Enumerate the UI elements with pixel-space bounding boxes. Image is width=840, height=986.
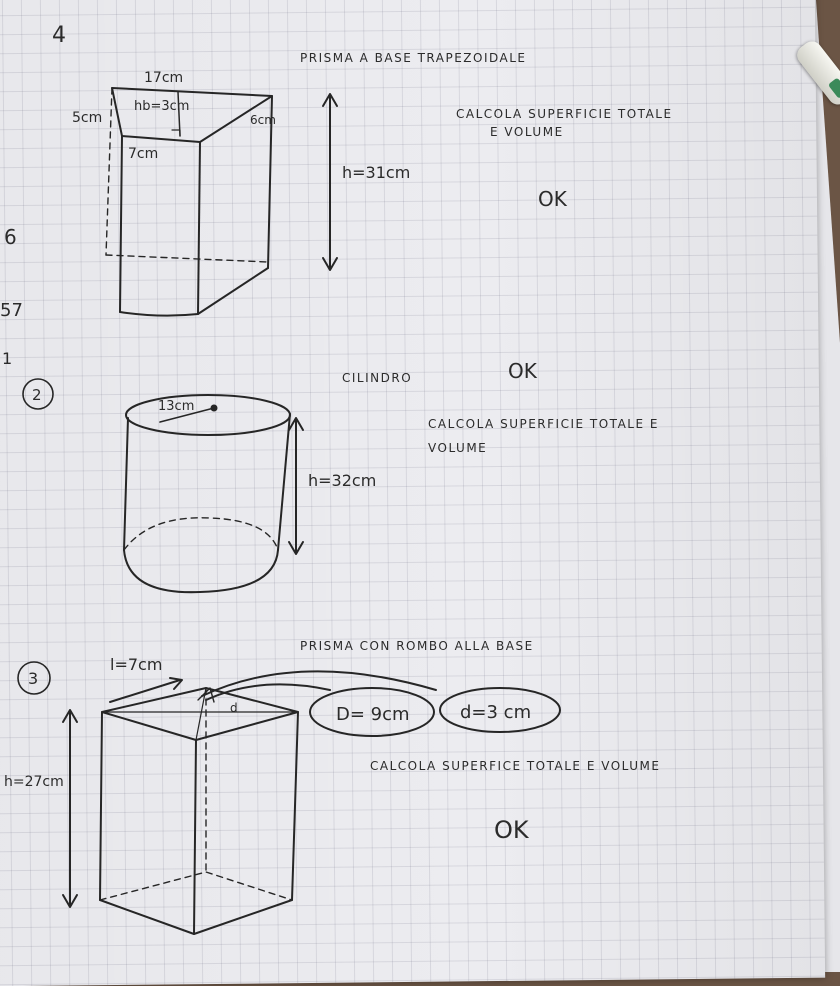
margin-mark-2: 57 (0, 300, 23, 321)
label-major-diagonal: D= 9cm (336, 704, 410, 725)
problem-2-title: CILINDRO (342, 371, 412, 385)
rhombus-prism-figure (62, 670, 561, 935)
problem-3-status: OK (494, 816, 530, 844)
problem-2-instruction-2: VOLUME (428, 441, 487, 455)
problem-3-number: 3 (28, 669, 38, 688)
cylinder-figure (123, 394, 304, 594)
problem-3-instruction: CALCOLA SUPERFICE TOTALE E VOLUME (370, 759, 660, 773)
label-left-5cm: 5cm (72, 110, 102, 126)
label-base-height: hb=3cm (134, 99, 189, 114)
label-height-27cm: h=27cm (4, 774, 64, 790)
margin-mark-3: 1 (2, 349, 12, 368)
label-side-7cm: l=7cm (110, 655, 162, 674)
label-top-17cm: 17cm (144, 70, 183, 86)
label-slant-6cm: 6cm (250, 113, 276, 127)
trapezoidal-prism-figure (105, 87, 338, 317)
problem-2-instruction-1: CALCOLA SUPERFICIE TOTALE E (428, 417, 659, 431)
label-height-32cm: h=32cm (308, 471, 376, 490)
label-height-31cm: h=31cm (342, 163, 410, 182)
corner-mark: 4 (52, 23, 66, 48)
margin-mark-1: 6 (4, 225, 17, 249)
problem-3-title: PRISMA CON ROMBO ALLA BASE (300, 639, 534, 653)
problem-1-title: PRISMA A BASE TRAPEZOIDALE (300, 51, 527, 65)
problem-1-instruction-2: E VOLUME (490, 125, 564, 139)
label-minor-diagonal: d=3 cm (460, 702, 531, 723)
label-small-d: d (230, 701, 238, 715)
problem-1-instruction-1: CALCOLA SUPERFICIE TOTALE (456, 107, 673, 121)
problem-2-status: OK (508, 359, 538, 383)
problem-1-status: OK (538, 187, 568, 211)
label-bottom-7cm: 7cm (128, 146, 158, 162)
problem-2-circle (22, 378, 54, 410)
problem-3-circle (17, 661, 51, 695)
problem-2-number: 2 (32, 386, 42, 404)
label-radius-13cm: 13cm (158, 399, 194, 414)
